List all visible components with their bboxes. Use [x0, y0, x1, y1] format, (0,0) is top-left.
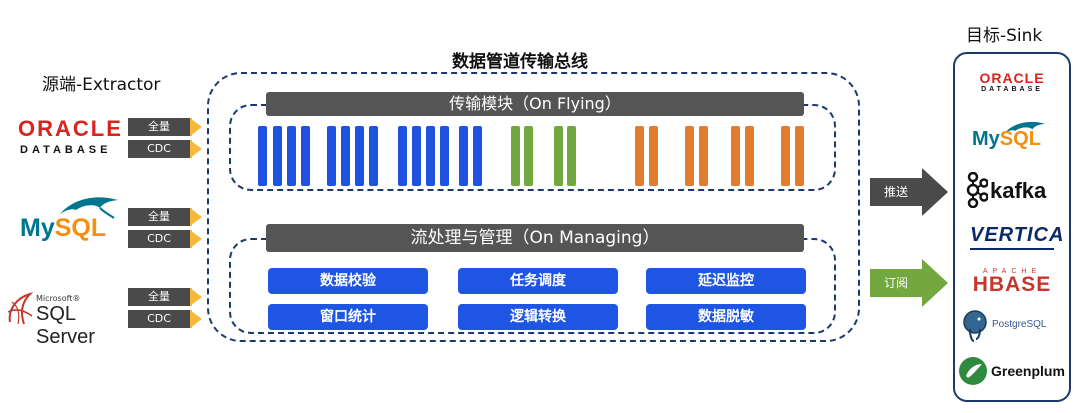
sink-kafka-logo: kafka	[966, 170, 1066, 210]
func-data-masking: 数据脱敏	[646, 304, 806, 330]
green-packet	[524, 126, 533, 186]
sink-greenplum-logo: Greenplum	[958, 356, 1068, 388]
blue-packet	[327, 126, 336, 186]
mysql-cdc-tag: CDC	[128, 230, 204, 248]
blue-packet	[273, 126, 282, 186]
bus-title: 数据管道传输总线	[452, 52, 588, 72]
sqlserver-full-label: 全量	[128, 288, 190, 306]
source-sqlserver-logo: Microsoft® SQL Server	[6, 292, 126, 348]
blue-packet	[398, 126, 407, 186]
oracle-full-label: 全量	[128, 118, 190, 136]
orange-packet	[685, 126, 694, 186]
sqlserver-logo-text: SQL Server	[36, 303, 95, 348]
source-mysql-logo: MySQL	[20, 197, 118, 242]
mysql-full-label: 全量	[128, 208, 190, 226]
orange-packet	[745, 126, 754, 186]
orange-packet	[649, 126, 658, 186]
orange-packet	[731, 126, 740, 186]
sqlserver-cdc-label: CDC	[128, 310, 190, 328]
elephant-icon	[963, 310, 987, 342]
oracle-cdc-tag: CDC	[128, 140, 204, 158]
blue-packet	[341, 126, 350, 186]
sqlserver-icon	[7, 292, 34, 325]
bus-outer-container	[207, 72, 860, 342]
blue-packet	[426, 126, 435, 186]
green-packet	[511, 126, 520, 186]
blue-packet	[355, 126, 364, 186]
source-title: 源端-Extractor	[42, 75, 161, 95]
oracle-logo-text: ORACLE	[18, 116, 123, 141]
green-packet	[567, 126, 576, 186]
blue-packet	[369, 126, 378, 186]
blue-packet	[440, 126, 449, 186]
sink-postgres-logo: PostgreSQL	[962, 309, 1066, 345]
kafka-icon	[966, 172, 988, 208]
source-oracle-logo: ORACLE DATABASE	[18, 116, 123, 156]
mysql-full-tag: 全量	[128, 208, 204, 226]
oracle-full-tag: 全量	[128, 118, 204, 136]
func-latency-monitor: 延迟监控	[646, 268, 806, 294]
sink-container	[953, 52, 1071, 402]
func-data-check: 数据校验	[268, 268, 428, 294]
blue-packet	[459, 126, 468, 186]
sink-vertica-logo: VERTICA	[970, 224, 1064, 250]
subscribe-label: 订阅	[870, 269, 922, 297]
dolphin-icon	[1003, 121, 1046, 134]
orange-packet	[635, 126, 644, 186]
sink-mysql-logo: MySQL	[972, 118, 1058, 152]
orange-packet	[795, 126, 804, 186]
green-packet	[554, 126, 563, 186]
greenplum-icon	[959, 357, 987, 385]
func-logic-transform: 逻辑转换	[458, 304, 618, 330]
microsoft-label: Microsoft®	[36, 294, 81, 303]
sink-oracle-logo: ORACLE DATABASE	[979, 70, 1045, 93]
mysql-cdc-label: CDC	[128, 230, 190, 248]
blue-packet	[258, 126, 267, 186]
blue-packet	[412, 126, 421, 186]
blue-packet	[473, 126, 482, 186]
mysql-logo-text: MySQL	[20, 214, 107, 242]
func-task-schedule: 任务调度	[458, 268, 618, 294]
sqlserver-full-tag: 全量	[128, 288, 204, 306]
push-label: 推送	[870, 178, 922, 206]
sqlserver-cdc-tag: CDC	[128, 310, 204, 328]
orange-packet	[699, 126, 708, 186]
oracle-logo-sub: DATABASE	[20, 144, 112, 156]
transfer-module-title: 传输模块（On Flying）	[266, 92, 804, 116]
sink-title: 目标-Sink	[966, 26, 1043, 46]
blue-packet	[301, 126, 310, 186]
oracle-cdc-label: CDC	[128, 140, 190, 158]
dolphin-icon	[60, 197, 118, 219]
blue-packet	[287, 126, 296, 186]
orange-packet	[781, 126, 790, 186]
manage-module-title: 流处理与管理（On Managing）	[266, 224, 804, 252]
func-window-stats: 窗口统计	[268, 304, 428, 330]
sink-hbase-logo: APACHE HBASE	[972, 268, 1052, 296]
